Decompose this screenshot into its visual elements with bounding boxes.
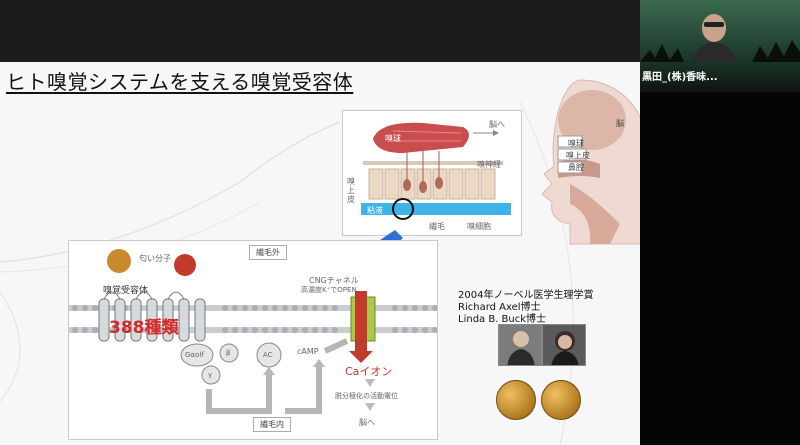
olfactory-epithelium-figure: 嗅球 脳へ 嗅神経 嗅上皮 粘液 繊毛 嗅細胞 (342, 110, 522, 236)
label-receptor: 嗅覚受容体 (103, 286, 149, 296)
label-cng-channel: CNGチャネル (309, 276, 359, 285)
nobel-line-3: Linda B. Buck博士 (458, 314, 547, 325)
person-icon (543, 325, 585, 365)
label-olfactory-bulb: 嗅球 (385, 134, 401, 143)
nobel-medal-icon (496, 380, 536, 420)
head-cross-section-icon (541, 79, 640, 245)
label-beta: β (226, 349, 231, 357)
label-mucus: 粘液 (367, 206, 383, 215)
label-olfactory-cells: 嗅細胞 (467, 222, 491, 231)
nobel-medal-icon (541, 380, 581, 420)
label-gamma: γ (208, 371, 213, 379)
label-cilia: 繊毛 (429, 222, 445, 231)
label-olfactory-nerve: 嗅神経 (477, 160, 501, 169)
portrait-axel (498, 324, 542, 366)
participant-video[interactable] (640, 0, 800, 92)
head-label-epithelium: 嗅上皮 (566, 151, 590, 160)
label-to-brain-lower: 脳へ (359, 418, 375, 427)
receptor-count: 388種類 (109, 318, 179, 338)
label-cng-note: 高濃度K⁺でOPEN (301, 286, 357, 294)
nobel-caption: 2004年ノーベル医学生理学賞 Richard Axel博士 Linda B. … (458, 290, 593, 326)
label-odorant: 匂い分子 (139, 254, 171, 263)
nobel-line-2: Richard Axel博士 (458, 302, 541, 313)
person-icon (499, 325, 541, 365)
right-black-area (640, 92, 800, 445)
epithelium-illustration-icon (361, 122, 511, 220)
label-ca-ion: Caイオン (345, 365, 393, 378)
nobel-line-1: 2004年ノーベル医学生理学賞 (458, 290, 594, 301)
signal-transduction-figure: 匂い分子 繊毛外 嗅覚受容体 388種類 CNGチャネル 高濃度K⁺でOPEN … (68, 240, 438, 440)
label-to-brain: 脳へ (489, 120, 505, 129)
slide-title: ヒト嗅覚システムを支える嗅覚受容体 (6, 70, 354, 94)
label-cilia-outside: 繊毛外 (249, 245, 287, 260)
label-ac: AC (263, 351, 273, 359)
label-depolarization: 脱分極化の活動電位 (335, 392, 398, 400)
membrane-diagram-icon (69, 249, 437, 414)
participant-name: 黒田_(株)香味... (642, 72, 718, 83)
portrait-buck (542, 324, 586, 366)
label-galpha: Gαolf (185, 351, 204, 359)
label-epithelium: 嗅上皮 (347, 177, 355, 204)
head-label-bulb: 嗅球 (568, 139, 584, 148)
head-label-brain: 脳 (616, 119, 624, 128)
label-cilia-inside: 繊毛内 (253, 417, 291, 432)
label-camp: cAMP (297, 347, 319, 356)
video-frame-icon (640, 0, 800, 92)
head-label-nasal: 鼻腔 (568, 163, 584, 172)
